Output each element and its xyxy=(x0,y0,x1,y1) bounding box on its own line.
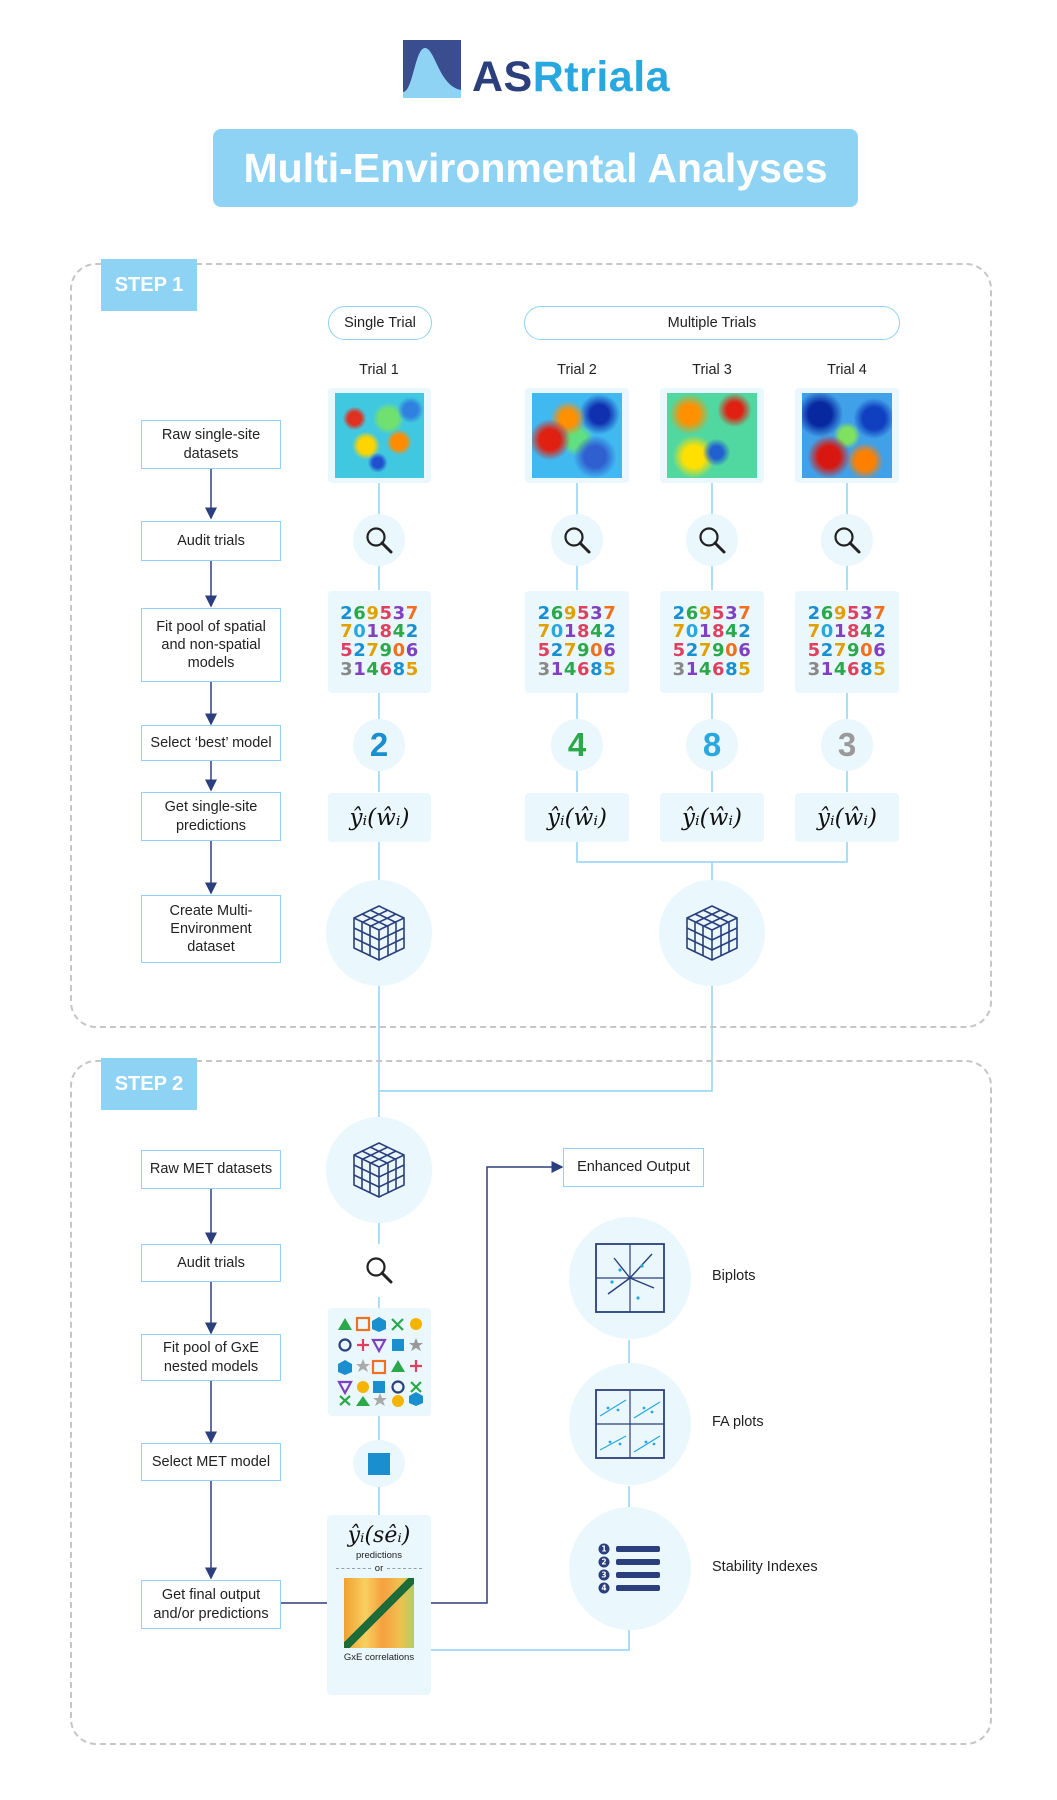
selected-model-number: 8 xyxy=(686,719,738,771)
digit-row: 527906 xyxy=(537,640,617,661)
final-output-tile: ŷᵢ(sêᵢ) predictions or GxE correlations xyxy=(327,1515,431,1695)
prediction-formula: ŷᵢ(ŵᵢ) xyxy=(525,793,629,842)
step1-label: STEP 1 xyxy=(101,259,197,311)
digit-row: 314685 xyxy=(537,658,617,680)
selected-model-number: 4 xyxy=(551,719,603,771)
prediction-formula: ŷᵢ(ŵᵢ) xyxy=(328,793,431,842)
heatmap-icon xyxy=(335,393,424,478)
digit-row: 701842 xyxy=(807,621,887,643)
flow-fit-pool: Fit pool of spatial and non-spatial mode… xyxy=(141,608,281,682)
flow-audit-trials: Audit trials xyxy=(141,521,281,561)
heatmap-icon xyxy=(667,393,757,478)
flow-raw-met-datasets: Raw MET datasets xyxy=(141,1150,281,1189)
trial-heatmap xyxy=(328,388,431,483)
digit-row: 314685 xyxy=(340,658,419,680)
selected-model-square xyxy=(368,1452,390,1475)
digit-row: 269537 xyxy=(672,602,752,624)
logo-icon xyxy=(403,40,461,98)
flow-select-met-model: Select MET model xyxy=(141,1443,281,1481)
magnifier-icon xyxy=(686,514,738,566)
or-divider: or xyxy=(336,1563,423,1574)
digit-row: 269537 xyxy=(537,602,617,624)
magnifier-icon xyxy=(353,514,405,566)
trial-label: Trial 1 xyxy=(359,362,399,378)
trial-label: Trial 3 xyxy=(692,362,732,378)
list-number: 3 xyxy=(601,1570,606,1579)
multiple-trials-pill: Multiple Trials xyxy=(524,306,900,340)
magnifier-icon xyxy=(821,514,873,566)
gxe-correlation-heatmap xyxy=(344,1578,414,1648)
step2-label: STEP 2 xyxy=(101,1058,197,1110)
digit-row: 527906 xyxy=(807,640,887,661)
biplots-label: Biplots xyxy=(712,1268,756,1284)
digit-row: 701842 xyxy=(340,621,419,643)
flow-create-met-dataset: Create Multi-Environment dataset xyxy=(141,895,281,963)
flow-audit-trials-met: Audit trials xyxy=(141,1244,281,1282)
enhanced-output-box: Enhanced Output xyxy=(563,1148,704,1187)
or-label: or xyxy=(374,1563,384,1574)
digit-row: 314685 xyxy=(672,658,752,680)
list-number: 1 xyxy=(601,1544,606,1553)
logo-wordmark: ASRtriala xyxy=(472,53,671,101)
shapes-icon xyxy=(328,1308,431,1416)
step2-frame xyxy=(70,1060,992,1745)
prediction-formula: ŷᵢ(ŵᵢ) xyxy=(795,793,899,842)
flow-raw-single-site: Raw single-site datasets xyxy=(141,420,281,469)
biplot-icon xyxy=(569,1217,691,1339)
trial-heatmap xyxy=(525,388,629,483)
digit-row: 701842 xyxy=(537,621,617,643)
fa-plot-icon xyxy=(569,1363,691,1485)
digit-row: 269537 xyxy=(807,602,887,624)
digit-row: 269537 xyxy=(340,602,419,624)
cube-icon xyxy=(326,880,432,986)
gxe-correlations-label: GxE correlations xyxy=(343,1652,415,1663)
stability-indexes-label: Stability Indexes xyxy=(712,1559,818,1575)
predictions-label: predictions xyxy=(356,1550,402,1561)
fa-plots-label: FA plots xyxy=(712,1414,764,1430)
trial-heatmap xyxy=(660,388,764,483)
met-prediction-formula: ŷᵢ(sêᵢ) xyxy=(347,1523,411,1548)
list-number: 4 xyxy=(601,1583,606,1592)
flow-single-site-predictions: Get single-site predictions xyxy=(141,792,281,841)
trial-label: Trial 4 xyxy=(827,362,867,378)
cube-icon xyxy=(659,880,765,986)
heatmap-icon xyxy=(532,393,622,478)
step1-frame xyxy=(70,263,992,1028)
flow-fit-gxe-models: Fit pool of GxE nested models xyxy=(141,1334,281,1381)
cube-icon xyxy=(326,1117,432,1223)
single-trial-pill: Single Trial xyxy=(328,306,432,340)
flow-final-output: Get final output and/or predictions xyxy=(141,1580,281,1629)
digit-row: 527906 xyxy=(340,640,419,661)
trial-label: Trial 2 xyxy=(557,362,597,378)
digit-row: 701842 xyxy=(672,621,752,643)
page-title: Multi-Environmental Analyses xyxy=(213,129,858,207)
digit-row: 314685 xyxy=(807,658,887,680)
magnifier-icon xyxy=(551,514,603,566)
prediction-formula: ŷᵢ(ŵᵢ) xyxy=(660,793,764,842)
magnifier-icon xyxy=(353,1244,405,1296)
selected-model-number: 3 xyxy=(821,719,873,771)
list-icon: 1 2 3 4 xyxy=(569,1507,691,1630)
selected-model-number: 2 xyxy=(353,719,405,771)
digit-row: 527906 xyxy=(672,640,752,661)
list-number: 2 xyxy=(601,1557,606,1566)
flow-select-best: Select ‘best’ model xyxy=(141,725,281,761)
trial-heatmap xyxy=(795,388,899,483)
square-icon xyxy=(353,1440,405,1487)
heatmap-icon xyxy=(802,393,892,478)
